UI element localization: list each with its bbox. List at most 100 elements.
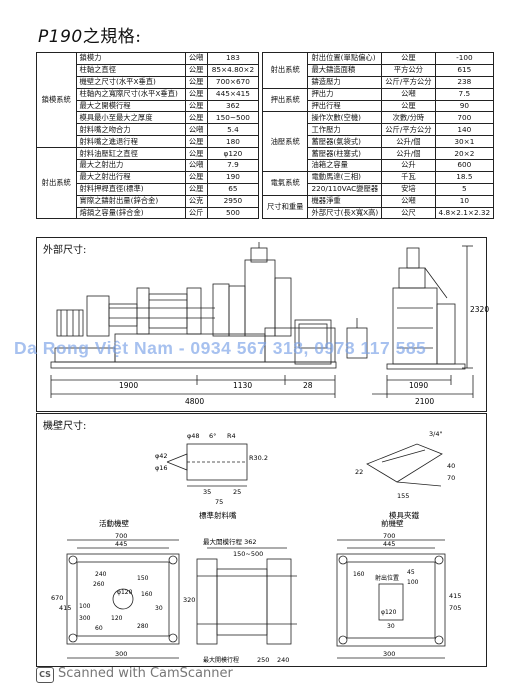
fixed-s45: 45: [407, 569, 415, 576]
camscanner-logo-icon: CS: [36, 667, 54, 683]
moving-s280: 280: [137, 623, 149, 630]
spec-name: 押出力: [307, 87, 383, 101]
spec-group-label: 鎖模系統: [36, 51, 77, 149]
clamp-caption: 模具夾鐵: [389, 510, 419, 520]
page-title: P190之規格:: [38, 22, 141, 47]
spec-name: 射料油壓缸之直徑: [75, 147, 186, 161]
spec-unit: 公厘: [184, 75, 208, 89]
nozzle-d6: 6°: [209, 432, 216, 440]
spec-name: 射出位置(單點偏心): [307, 52, 383, 65]
spec-group-label: 油壓系統: [261, 111, 309, 172]
nozzle-caption: 標準射料嘴: [199, 510, 237, 520]
spec-row: 射出系統射出位置(單點偏心)公厘-100: [261, 52, 495, 89]
platen-drawings: φ48 6° R4 φ42 φ16 R30.2 35 25 75 標準射料嘴 3…: [51, 430, 461, 664]
spec-unit: 公斤/平方公分: [381, 75, 436, 89]
model-name: P190: [38, 27, 83, 47]
spec-value: 18.5: [434, 170, 495, 184]
dim-1130: 1130: [233, 381, 252, 390]
spec-name: 鎖模力: [75, 52, 186, 65]
moving-caption: 活動機壁: [99, 518, 129, 528]
spec-value: 30×1: [434, 135, 495, 149]
spec-unit: 千瓦: [381, 170, 436, 184]
spec-value: 180: [206, 135, 260, 149]
spec-name: 射料嘴之吻合力: [75, 123, 186, 137]
spec-unit: 公厘: [184, 170, 208, 184]
dim-1900: 1900: [119, 381, 138, 390]
side-b250: 250: [257, 656, 269, 664]
spec-unit: 公升: [381, 159, 436, 172]
spec-value: 140: [434, 123, 495, 137]
spec-value: 700: [434, 111, 495, 125]
spec-value: 500: [206, 206, 260, 220]
nozzle-d75: 75: [215, 498, 223, 506]
moving-s260: 260: [93, 581, 105, 588]
spec-value: 183: [206, 52, 260, 65]
spec-name: 操作次數(空機): [307, 111, 383, 125]
spec-value: 190: [206, 170, 260, 184]
spec-row: 鎖模系統鎖模力公噸 183: [36, 51, 260, 149]
spec-name: 柱軸之直徑: [75, 63, 186, 77]
spec-group-label: 押出系統: [261, 87, 309, 113]
moving-w700: 700: [115, 532, 127, 540]
machine-drawing: 1900 1130 28 4800 1090 2100 2320: [50, 242, 489, 406]
spec-group-label: 電氣系統: [261, 170, 309, 196]
spec-name: 最大之射出力: [75, 159, 186, 172]
nozzle-d25: 25: [233, 488, 241, 496]
spec-unit: 公噸: [381, 194, 436, 208]
spec-value: 362: [206, 99, 260, 113]
title-suffix: 之規格:: [82, 27, 142, 47]
nozzle-d48: φ48: [187, 432, 200, 440]
dim-1090: 1090: [409, 381, 428, 390]
nozzle-r30: R30.2: [249, 454, 268, 462]
spec-value: 700×670: [206, 75, 260, 89]
spec-name: 射料押桿直徑(標準): [75, 182, 186, 196]
moving-phi: φ120: [117, 589, 133, 596]
spec-value: 90: [434, 99, 495, 113]
spec-value: 5.4: [206, 123, 260, 137]
fixed-s160: 160: [353, 571, 365, 578]
moving-s120: 120: [111, 615, 123, 622]
spec-name: 外部尺寸(長X寬X高): [307, 206, 383, 220]
spec-name: 最大鑄造面積: [307, 63, 383, 77]
dim-2100: 2100: [415, 397, 434, 406]
spec-value: 10: [434, 194, 495, 208]
moving-s100: 100: [79, 603, 91, 610]
fixed-w700: 700: [383, 532, 395, 540]
platen-dimensions-section: 機壁尺寸:: [36, 413, 487, 667]
spec-value: 85×4.80×2: [206, 63, 260, 77]
platen-title: 機壁尺寸:: [43, 421, 87, 432]
spec-unit: 公厘: [184, 111, 208, 125]
spec-unit: 公厘: [184, 63, 208, 77]
spec-unit: 次數/分時: [381, 111, 436, 125]
external-title: 外部尺寸:: [43, 245, 87, 256]
spec-value: 5: [434, 182, 495, 196]
spec-name: 機器淨重: [307, 194, 383, 208]
spec-unit: 公噸: [184, 159, 208, 172]
spec-unit: 公斤: [184, 206, 208, 220]
spec-unit: 公噸: [184, 123, 208, 137]
spec-name: 押出行程: [307, 99, 383, 113]
clamp-c: 40: [447, 462, 455, 470]
spec-unit: 公厘: [184, 147, 208, 161]
dim-4800: 4800: [185, 397, 204, 406]
spec-unit: 公厘: [184, 99, 208, 113]
spec-value: 2950: [206, 194, 260, 208]
dim-2320: 2320: [470, 305, 489, 314]
clamp-d: 70: [447, 474, 455, 482]
fixed-w445: 445: [383, 540, 395, 548]
side-bottom: 最大開模行程: [203, 656, 239, 664]
spec-value: 7.5: [434, 87, 495, 101]
nozzle-d35: 35: [203, 488, 211, 496]
spec-unit: 公升/個: [381, 147, 436, 161]
